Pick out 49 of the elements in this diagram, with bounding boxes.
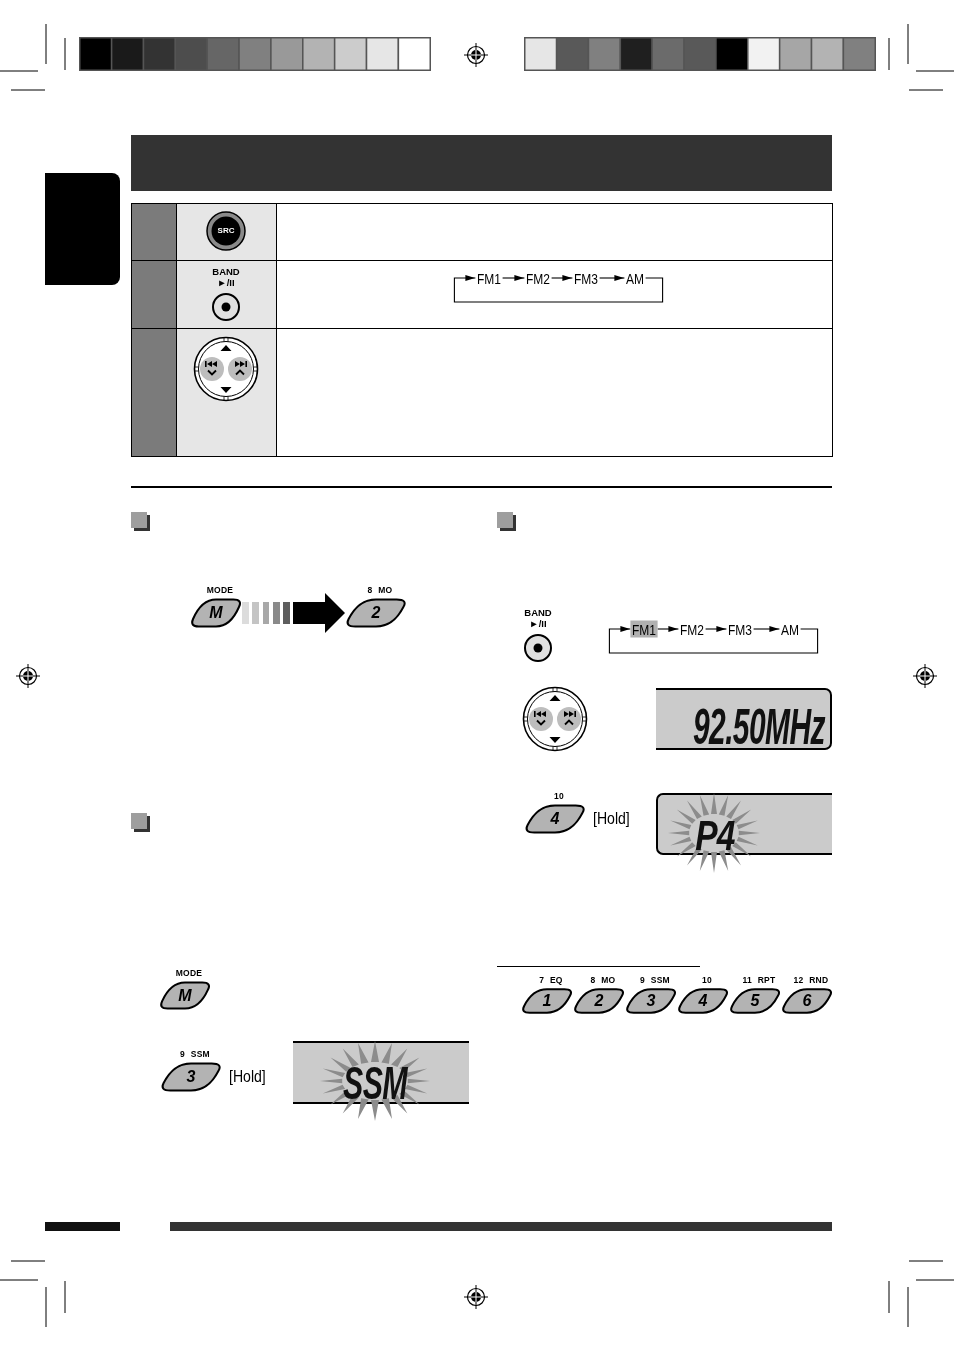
arrow xyxy=(502,275,525,281)
lcd-display xyxy=(656,688,832,750)
preset-button: 5 xyxy=(729,988,781,1014)
band-label: FM2 xyxy=(524,269,552,287)
button-caption: MODE xyxy=(175,968,203,979)
button-caption: 11 RPT xyxy=(742,975,776,986)
arrow xyxy=(657,626,679,632)
button-caption: BAND ►/II xyxy=(524,607,552,629)
button-caption: 8 MO xyxy=(590,975,616,986)
side-tab xyxy=(45,173,120,285)
button-caption: BAND ►/II xyxy=(212,266,240,288)
arrow xyxy=(705,626,727,632)
preset-button: 2 xyxy=(573,988,625,1014)
band-label: AM xyxy=(779,620,801,638)
preset-button: 4 xyxy=(677,988,729,1014)
button-caption: 9 SSM xyxy=(640,975,670,986)
loop-arrow xyxy=(453,275,664,303)
button-caption: 7 EQ xyxy=(539,975,563,986)
arrow xyxy=(599,275,625,281)
display-text: 92.50MHz xyxy=(693,702,825,752)
band-label: FM3 xyxy=(572,269,600,287)
source-button: SRC xyxy=(206,211,246,251)
arrow xyxy=(753,626,780,632)
arrow xyxy=(551,275,573,281)
preset-button: 2 xyxy=(345,598,407,628)
button-caption: 10 xyxy=(553,791,565,802)
band-label: FM3 xyxy=(726,620,754,638)
preset-button: 6 xyxy=(781,988,833,1014)
preset-button: 4 xyxy=(524,804,586,834)
preset-button: 3 xyxy=(160,1062,222,1092)
button-caption: 10 xyxy=(701,975,713,986)
mode-button: M xyxy=(159,981,211,1010)
band-label: FM2 xyxy=(678,620,706,638)
band-label: FM1 xyxy=(475,269,503,287)
button-caption: 12 RND xyxy=(793,975,829,986)
loop-arrow xyxy=(608,626,819,654)
button-caption: 9 SSM xyxy=(180,1049,210,1060)
display-text: SSM xyxy=(343,1059,407,1106)
hold-note: [Hold] xyxy=(593,809,630,829)
band-label: FM1 xyxy=(630,620,658,638)
preset-button: 1 xyxy=(521,988,573,1014)
button-caption: 8 MO xyxy=(367,585,393,596)
button-caption: MODE xyxy=(206,585,234,596)
mode-button: M xyxy=(190,598,242,628)
preset-button: 3 xyxy=(625,988,677,1014)
block-arrow xyxy=(242,593,345,633)
display-text: P4 xyxy=(695,815,735,857)
hold-note: [Hold] xyxy=(229,1067,266,1087)
band-label: AM xyxy=(624,269,646,287)
